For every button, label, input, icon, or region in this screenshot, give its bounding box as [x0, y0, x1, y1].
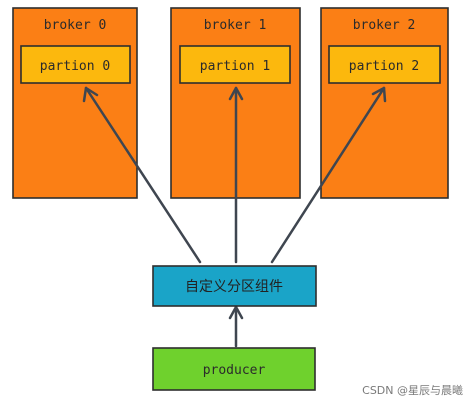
broker-2-box: [320, 7, 449, 199]
broker-0-box: [12, 7, 138, 199]
producer-label: producer: [203, 363, 266, 378]
broker-2-label: broker 2: [353, 18, 416, 33]
arrow-to-partitioner: [228, 305, 244, 348]
custom-partitioner-label: 自定义分区组件: [185, 279, 283, 295]
partition-1: partion 1: [179, 45, 291, 84]
partition-1-box: [179, 45, 291, 84]
partition-1-label: partion 1: [200, 59, 270, 74]
custom-partitioner: 自定义分区组件: [152, 265, 317, 307]
partition-0: partion 0: [20, 45, 131, 84]
broker-1-label: broker 1: [204, 18, 267, 33]
partition-2-label: partion 2: [349, 59, 419, 74]
arrow-to-partition-1: [228, 86, 244, 264]
arrow-to-partition-2: [270, 86, 387, 264]
producer-box: [152, 347, 316, 391]
broker-0: broker 0 partion 0: [12, 7, 138, 199]
custom-partitioner-box: [152, 265, 317, 307]
arrow-to-partition-0: [82, 86, 202, 264]
watermark: CSDN @星辰与晨曦: [362, 383, 463, 397]
partition-0-box: [20, 45, 131, 84]
partition-2: partion 2: [328, 45, 441, 84]
partition-0-label: partion 0: [40, 59, 110, 74]
broker-2: broker 2 partion 2: [320, 7, 449, 199]
broker-0-label: broker 0: [44, 18, 107, 33]
producer: producer: [152, 347, 316, 391]
partition-2-box: [328, 45, 441, 84]
